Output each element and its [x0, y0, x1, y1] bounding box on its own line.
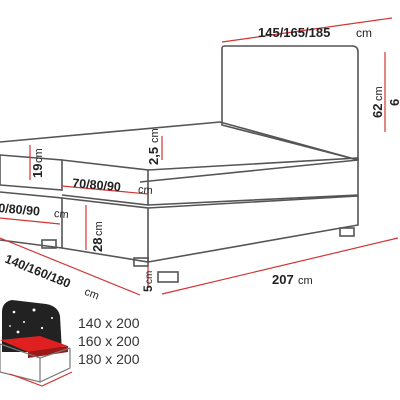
headboard-height-value: 62 [370, 104, 385, 118]
topper-unit: cm [149, 128, 161, 143]
dim-bed-width-line [0, 237, 141, 296]
dim-bed-length-line [161, 237, 399, 295]
mattress-width-left-value: 0/80/90 [0, 201, 41, 219]
dimension-lines [0, 17, 399, 296]
dim-mattress-width-right-line [61, 185, 149, 195]
size-option-2: 160 x 200 [78, 333, 140, 349]
upper-mattress-side [147, 157, 359, 206]
dim-headboard-width-line [221, 17, 393, 43]
upper-mattress-value: 19 [30, 164, 45, 178]
upper-mattress-front [61, 159, 149, 206]
leg-back-right [339, 227, 355, 237]
bed-width-unit: cm [83, 286, 101, 303]
topper-value: 2,5 [146, 147, 161, 165]
headboard-height-unit: cm [373, 86, 385, 101]
base-left [0, 191, 63, 249]
mattress-width-right-unit: cm [137, 184, 153, 197]
mattress-width-left-unit: cm [54, 208, 70, 221]
dim-mattress-width-left-line [0, 217, 61, 225]
upper-mattress-layer [0, 154, 63, 191]
size-option-3: 180 x 200 [78, 351, 140, 367]
bed-length-value: 207 [272, 272, 294, 287]
headboard-outline [221, 45, 359, 162]
base-height-unit: cm [93, 221, 105, 236]
leg-front-middle [133, 257, 149, 267]
leg-front-right [157, 271, 179, 283]
size-list: 140 x 200 160 x 200 180 x 200 [78, 315, 140, 367]
bed-length-unit: cm [298, 275, 313, 287]
bed-width-value: 140/160/180 [3, 252, 73, 291]
base-front [61, 197, 149, 263]
headboard-height-partial-value: 6 [387, 99, 400, 106]
base-side [147, 195, 359, 263]
dimension-labels: 145/165/185 cm 62 cm 6 2,5 cm 19 cm 70/8… [0, 25, 400, 302]
leg-front-left [41, 239, 57, 249]
mattress-width-right-value: 70/80/90 [72, 176, 122, 194]
storage-box-icon [0, 300, 73, 387]
headboard-width-unit: cm [356, 26, 372, 40]
mattress-top-surface [0, 121, 359, 183]
upper-mattress-unit: cm [33, 148, 45, 163]
leg-height-value: 5 [141, 285, 155, 292]
headboard-width-value: 145/165/185 [258, 25, 330, 40]
bed-outline [0, 45, 359, 283]
base-height-value: 28 [90, 238, 105, 252]
size-option-1: 140 x 200 [78, 315, 140, 331]
leg-height-unit: cm [144, 271, 155, 284]
